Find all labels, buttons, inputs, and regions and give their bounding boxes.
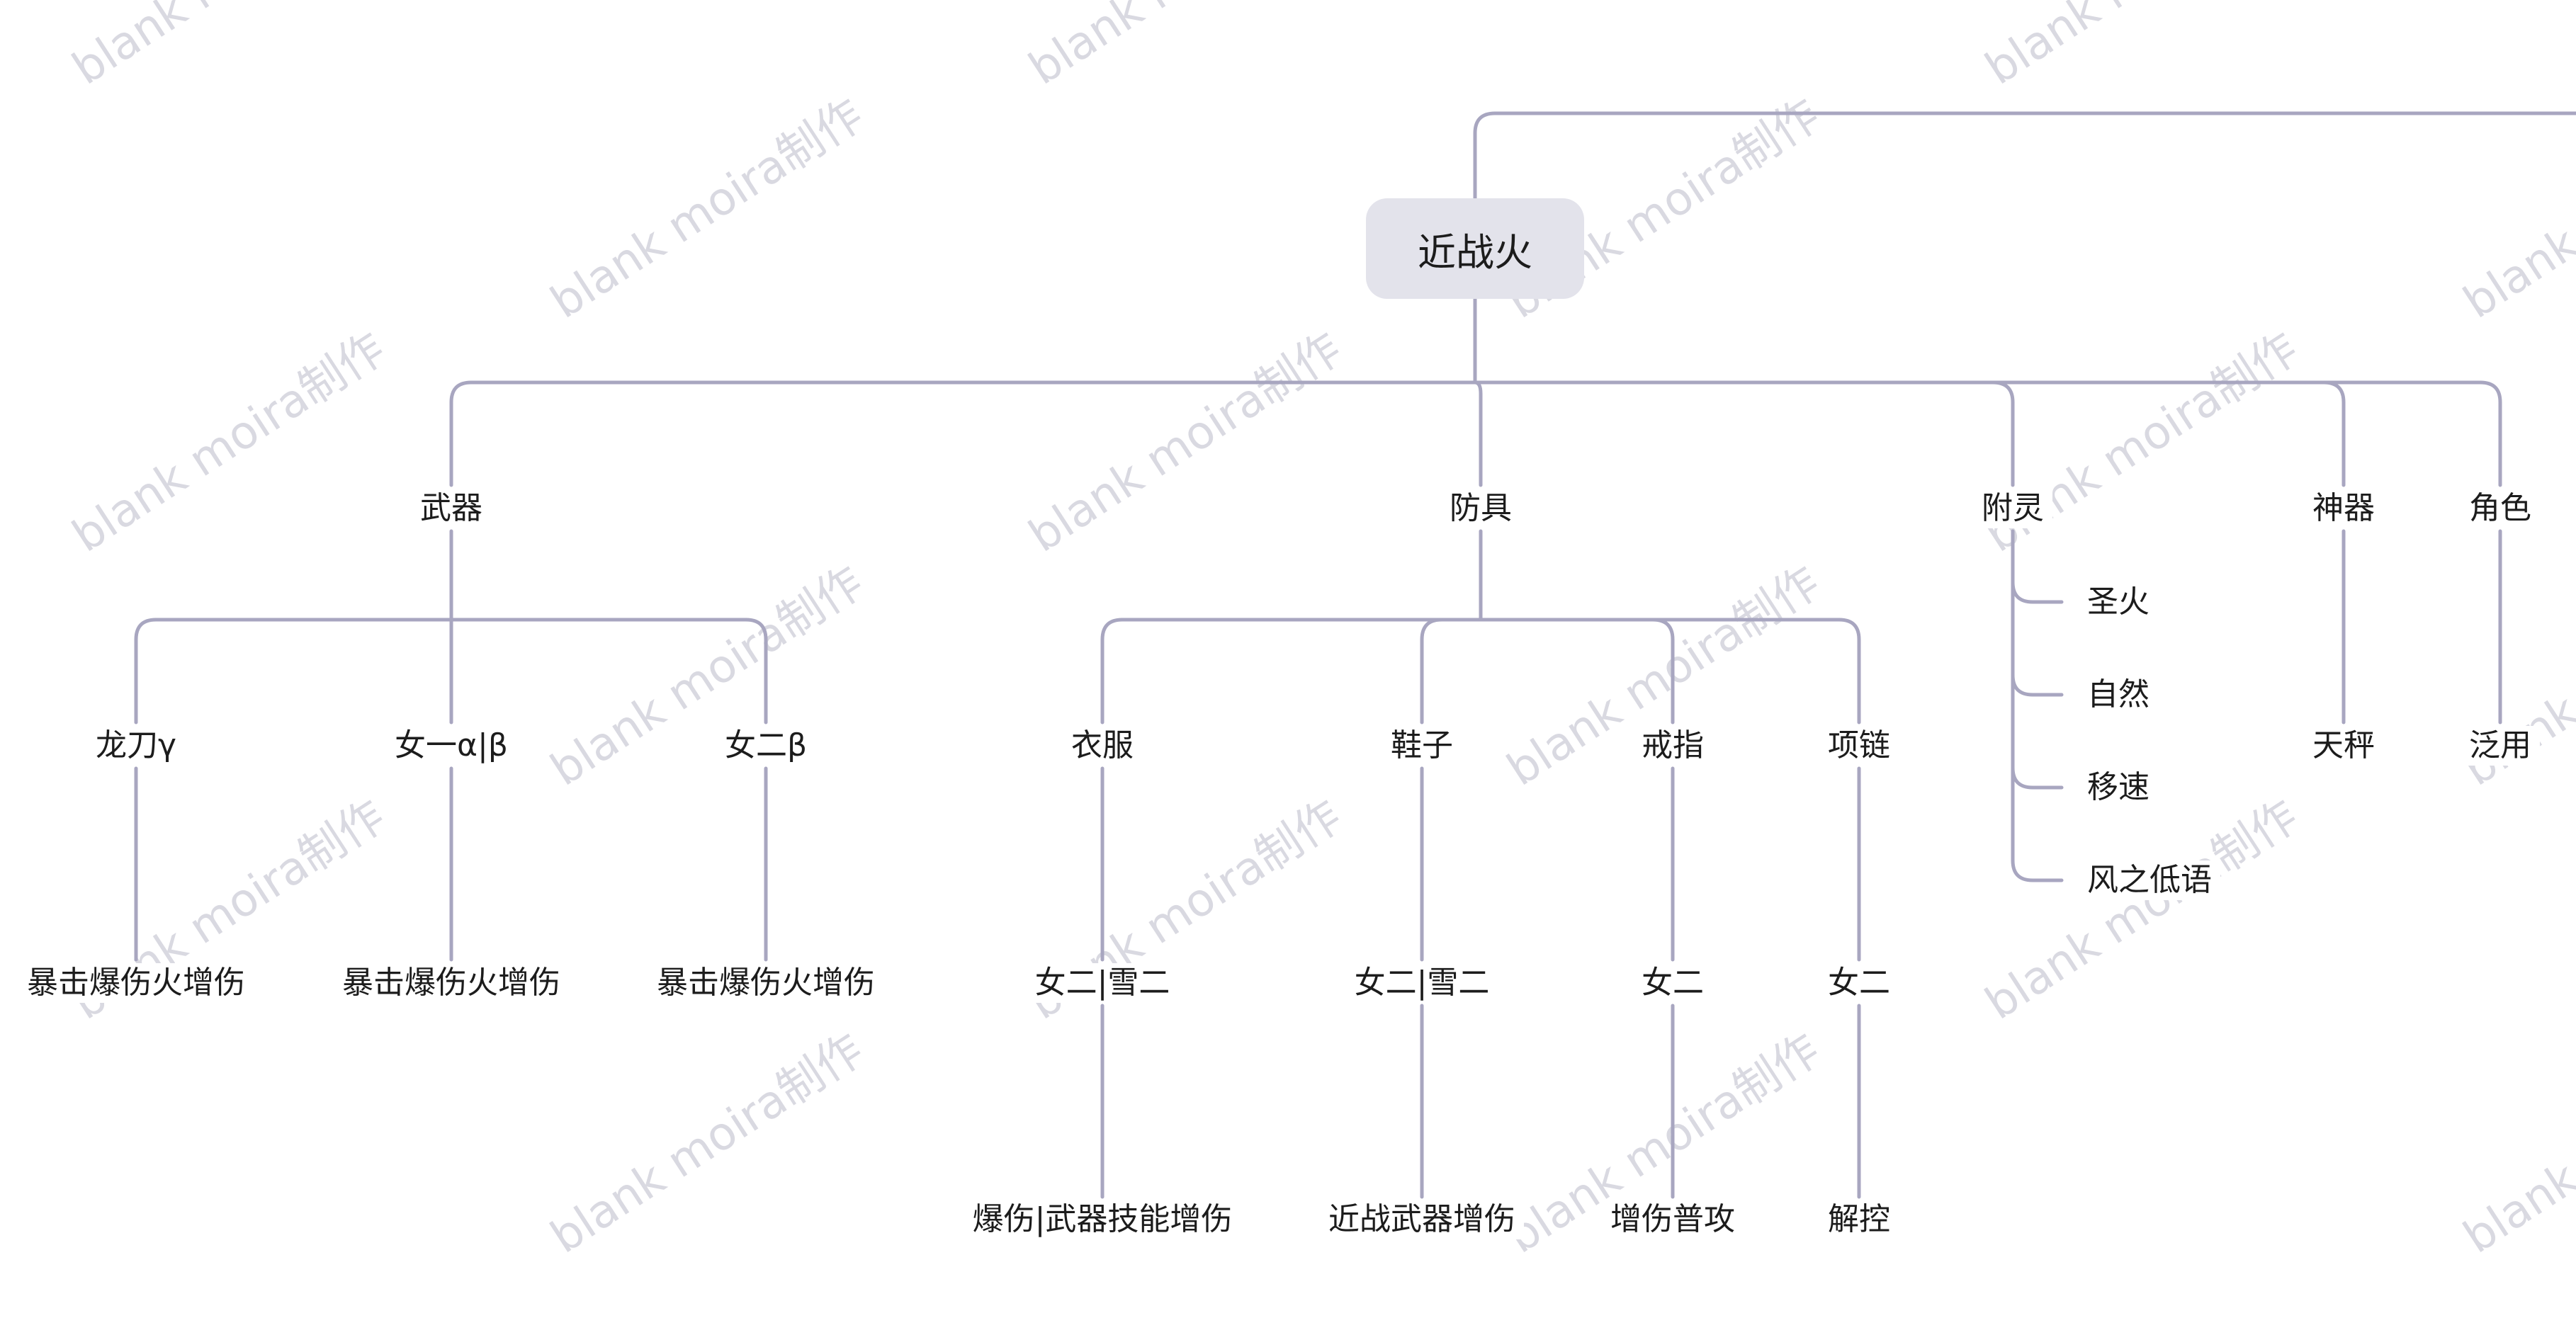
- node-clothes-effect[interactable]: 爆伤|武器技能增伤: [964, 1200, 1241, 1239]
- node-shoes[interactable]: 鞋子: [1382, 726, 1462, 766]
- connector-dragon-blade: [134, 618, 158, 725]
- root-label: 近战火: [1418, 229, 1532, 275]
- node-shoes-effect[interactable]: 近战武器增伤: [1320, 1200, 1524, 1239]
- node-role[interactable]: 角色: [2461, 489, 2540, 528]
- node-enchant-item[interactable]: 风之低语: [2079, 860, 2220, 900]
- node-dragon-blade[interactable]: 龙刀γ: [86, 726, 186, 766]
- node-clothes-source[interactable]: 女二|雪二: [1026, 963, 1179, 1003]
- node-necklace-effect[interactable]: 解控: [1819, 1200, 1899, 1239]
- node-ring-effect[interactable]: 增伤普攻: [1602, 1200, 1744, 1239]
- connector-shoes: [1420, 618, 1444, 725]
- node-enchant-item[interactable]: 圣火: [2079, 582, 2158, 622]
- connector-top: [1473, 111, 2576, 200]
- node-artifact[interactable]: 神器: [2304, 489, 2383, 528]
- node-enchant[interactable]: 附灵: [1973, 489, 2052, 528]
- node-enchant-item[interactable]: 移速: [2079, 768, 2158, 807]
- node-enchant-item[interactable]: 自然: [2079, 675, 2158, 715]
- node-ring-source[interactable]: 女二: [1633, 963, 1712, 1003]
- node-f1-ab[interactable]: 女一α|β: [386, 726, 516, 766]
- node-f2-b-detail[interactable]: 暴击爆伤火增伤: [648, 963, 883, 1003]
- node-role-item[interactable]: 泛用: [2461, 726, 2540, 766]
- connector-armor: [1473, 380, 1483, 487]
- connector-necklace: [1837, 618, 1861, 725]
- connector-artifact: [2322, 380, 2346, 487]
- node-artifact-item[interactable]: 天秤: [2304, 726, 2383, 766]
- node-dragon-blade-detail[interactable]: 暴击爆伤火增伤: [18, 963, 254, 1003]
- node-armor[interactable]: 防具: [1441, 489, 1520, 528]
- connector-f2b: [744, 618, 768, 725]
- connector-weapon: [449, 380, 473, 487]
- connector-enchant-spine: [2011, 529, 2064, 882]
- node-weapon[interactable]: 武器: [412, 489, 491, 528]
- node-ring[interactable]: 戒指: [1633, 726, 1712, 766]
- node-necklace[interactable]: 项链: [1819, 726, 1899, 766]
- node-f2-b[interactable]: 女二β: [716, 726, 816, 766]
- node-shoes-source[interactable]: 女二|雪二: [1345, 963, 1498, 1003]
- connector-ring: [1651, 618, 1675, 725]
- connector-enchant: [1991, 380, 2015, 487]
- root-node[interactable]: 近战火: [1366, 198, 1584, 299]
- connector-role: [2478, 380, 2502, 487]
- connector-clothes: [1100, 618, 1124, 725]
- node-necklace-source[interactable]: 女二: [1819, 963, 1899, 1003]
- node-clothes[interactable]: 衣服: [1063, 726, 1142, 766]
- node-f1-ab-detail[interactable]: 暴击爆伤火增伤: [334, 963, 569, 1003]
